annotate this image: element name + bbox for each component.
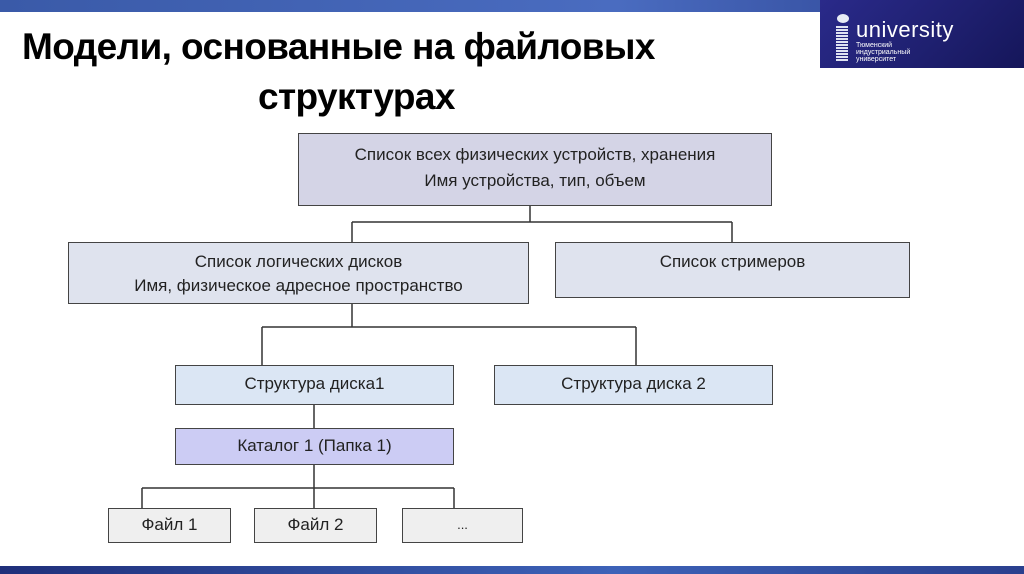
university-logo: university Тюменский индустриальный унив… <box>820 0 1024 68</box>
disk2-box: Структура диска 2 <box>494 365 773 405</box>
catalog-box: Каталог 1 (Папка 1) <box>175 428 454 465</box>
file-label: Файл 2 <box>287 515 344 534</box>
root-line1: Список всех физических устройств, хранен… <box>354 145 716 164</box>
connector-logical <box>261 303 637 365</box>
streamers-label: Список стримеров <box>659 252 806 271</box>
slide-title-line2: структурах <box>258 76 455 117</box>
disk1-label: Структура диска1 <box>244 374 385 393</box>
root-box: Список всех физических устройств, хранен… <box>298 133 772 206</box>
file-label: Файл 1 <box>141 515 198 534</box>
disk2-label: Структура диска 2 <box>561 374 706 393</box>
file-label: ... <box>457 517 468 532</box>
globe-icon <box>837 14 849 23</box>
streamers-box: Список стримеров <box>555 242 910 298</box>
file-box: Файл 2 <box>254 508 377 543</box>
logo-subtitle: Тюменский индустриальный университет <box>856 42 911 63</box>
logical-disks-line1: Список логических дисков <box>194 252 403 271</box>
logical-disks-box: Список логических дисков Имя, физическое… <box>68 242 529 304</box>
connector-catalog <box>141 464 455 508</box>
logo-bars-icon <box>836 25 848 61</box>
file-box: ... <box>402 508 523 543</box>
slide-title-line1: Модели, основанные на файловых <box>22 26 655 67</box>
file-box: Файл 1 <box>108 508 231 543</box>
disk1-box: Структура диска1 <box>175 365 454 405</box>
connector-root <box>351 205 733 242</box>
logical-disks-line2: Имя, физическое адресное пространство <box>134 276 463 295</box>
root-line2: Имя устройства, тип, объем <box>424 171 646 190</box>
catalog-label: Каталог 1 (Папка 1) <box>237 436 392 455</box>
top-bar <box>0 0 1024 12</box>
bottom-bar <box>0 566 1024 574</box>
logo-word: university <box>856 17 954 42</box>
